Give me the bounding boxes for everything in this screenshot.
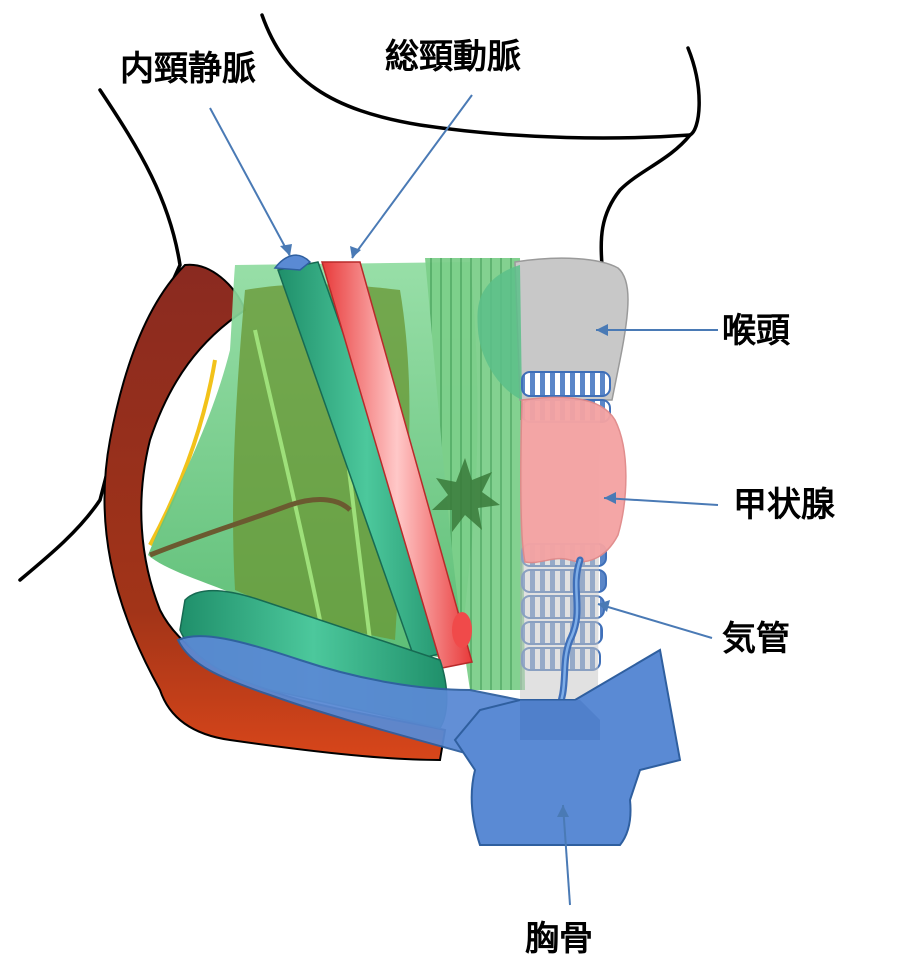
carotid-lower-marker: [452, 612, 472, 648]
nerve-strip: [148, 359, 217, 546]
leader-arrowheads: [280, 244, 616, 817]
internal-jugular-vein: [273, 254, 312, 271]
label-internal-jugular-vein: 内頸静脈: [120, 49, 256, 89]
leader-thyroid: [603, 497, 719, 506]
label-thyroid: 甲状腺: [733, 485, 836, 525]
outline-chin-front: [599, 46, 701, 267]
cervical-nerve: [149, 497, 352, 558]
sternum-clavicle-notch: [520, 700, 600, 740]
label-common-carotid-artery: 総頸動脈: [385, 37, 521, 77]
common-carotid-artery: [320, 261, 473, 669]
sternum-bone: [453, 648, 682, 846]
thyrohyoid-muscle: [477, 265, 522, 400]
leader-common-carotid-artery: [351, 94, 473, 259]
leader-sternum: [562, 804, 571, 906]
leader-internal-jugular-vein: [209, 107, 291, 257]
label-larynx: 喉頭: [722, 311, 791, 351]
outline-jaw: [260, 13, 692, 140]
larynx-shape: [514, 257, 629, 401]
nerve-plexus-star: [432, 458, 500, 532]
label-trachea: 気管: [722, 619, 790, 659]
leader-trachea: [597, 603, 713, 639]
label-sternum: 胸骨: [525, 919, 593, 959]
leader-lines: [209, 94, 719, 906]
thyroid-gland: [520, 396, 627, 564]
